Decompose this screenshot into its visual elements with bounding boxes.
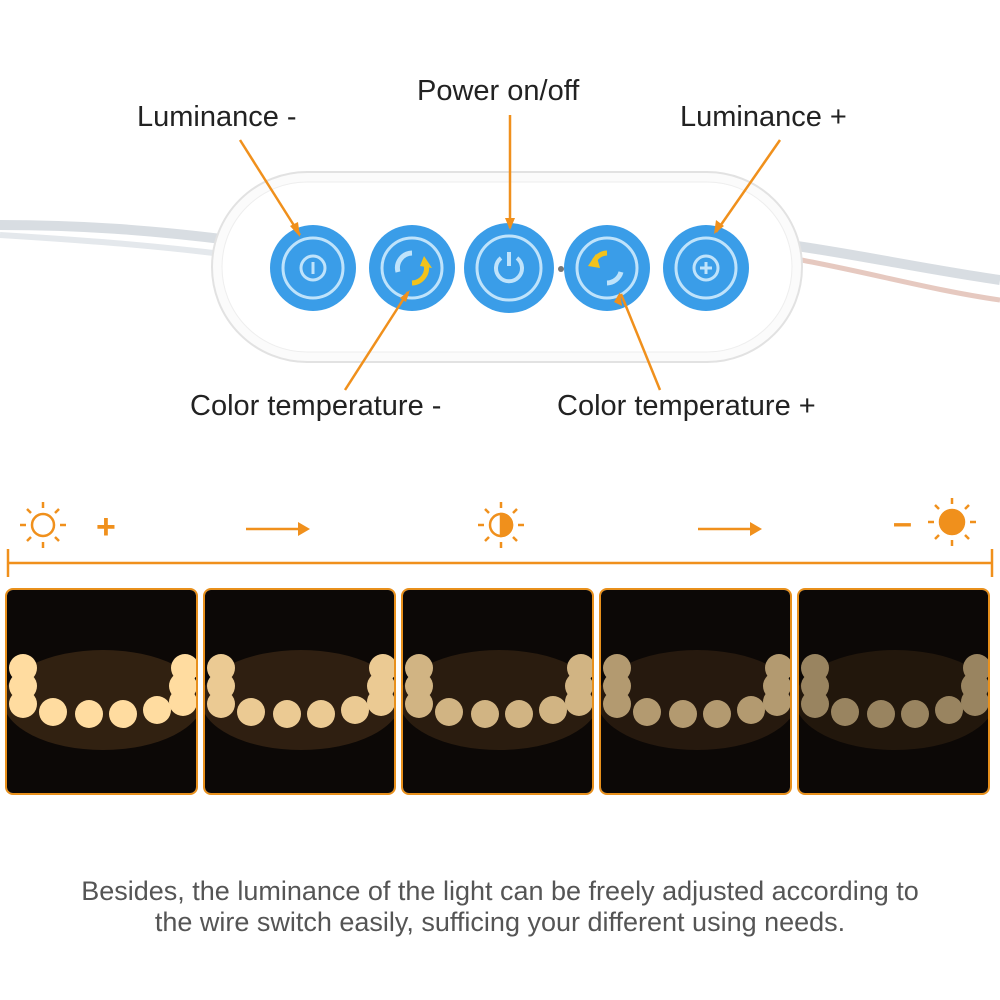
- wire-right-2: [789, 255, 1000, 303]
- cycle-arrow-icon: [394, 250, 413, 273]
- power-icon: [494, 256, 524, 284]
- light-panel: [5, 588, 198, 795]
- light-panel: [599, 588, 792, 795]
- light-panel: [401, 588, 594, 795]
- bulb: [703, 700, 731, 728]
- indicator-led: [558, 266, 564, 272]
- bulb: [801, 690, 829, 718]
- bulb: [505, 700, 533, 728]
- sun-filled-icon: [928, 498, 976, 546]
- bulb: [237, 698, 265, 726]
- minus-sign: –: [893, 504, 912, 542]
- bulb: [273, 700, 301, 728]
- bulb: [169, 688, 196, 716]
- sun-dim-icon: [299, 254, 327, 282]
- bulb: [867, 700, 895, 728]
- wire-left: [0, 220, 231, 245]
- bulb: [737, 696, 765, 724]
- scale-line: [6, 549, 994, 577]
- bulb: [143, 696, 171, 724]
- bulb: [341, 696, 369, 724]
- leader-lines: [238, 115, 782, 391]
- bulb: [207, 690, 235, 718]
- bulb: [901, 700, 929, 728]
- bulb: [539, 696, 567, 724]
- bulb: [367, 688, 394, 716]
- bulb: [307, 700, 335, 728]
- bulb: [405, 690, 433, 718]
- power-button[interactable]: [464, 223, 554, 313]
- bulb: [961, 688, 988, 716]
- label-color-temp-plus: Color temperature +: [557, 390, 816, 422]
- light-panel: [797, 588, 990, 795]
- sun-outline-icon: [20, 502, 66, 548]
- bulb: [435, 698, 463, 726]
- light-panel: [203, 588, 396, 795]
- caption-line-1: Besides, the luminance of the light can …: [81, 876, 919, 906]
- label-color-temp-minus: Color temperature -: [190, 390, 442, 422]
- bulb: [935, 696, 963, 724]
- wire-right: [789, 240, 1000, 285]
- plus-sign: +: [96, 508, 116, 546]
- caption-line-2: the wire switch easily, sufficing your d…: [154, 907, 846, 937]
- bulb: [75, 700, 103, 728]
- label-power: Power on/off: [417, 75, 580, 107]
- bulb: [633, 698, 661, 726]
- sun-bright-icon: [692, 254, 720, 282]
- bulb: [39, 698, 67, 726]
- luminance-minus-button[interactable]: [270, 225, 356, 311]
- bulb: [471, 700, 499, 728]
- bulb: [565, 688, 592, 716]
- bulb: [669, 700, 697, 728]
- controller-diagram: [0, 115, 1000, 577]
- bulb: [9, 690, 37, 718]
- sun-half-icon: [478, 502, 524, 548]
- luminance-plus-button[interactable]: [663, 225, 749, 311]
- label-luminance-plus: Luminance +: [680, 101, 847, 133]
- caption: Besides, the luminance of the light can …: [0, 876, 1000, 938]
- color-temp-plus-button[interactable]: [564, 225, 650, 311]
- bulb: [763, 688, 790, 716]
- bulb: [831, 698, 859, 726]
- bulb: [603, 690, 631, 718]
- color-temp-minus-button[interactable]: [369, 225, 455, 311]
- label-luminance-minus: Luminance -: [137, 101, 297, 133]
- right-arrow-icon: [698, 522, 762, 536]
- bulb: [109, 700, 137, 728]
- right-arrow-icon: [246, 522, 310, 536]
- wire-left-2: [0, 232, 231, 258]
